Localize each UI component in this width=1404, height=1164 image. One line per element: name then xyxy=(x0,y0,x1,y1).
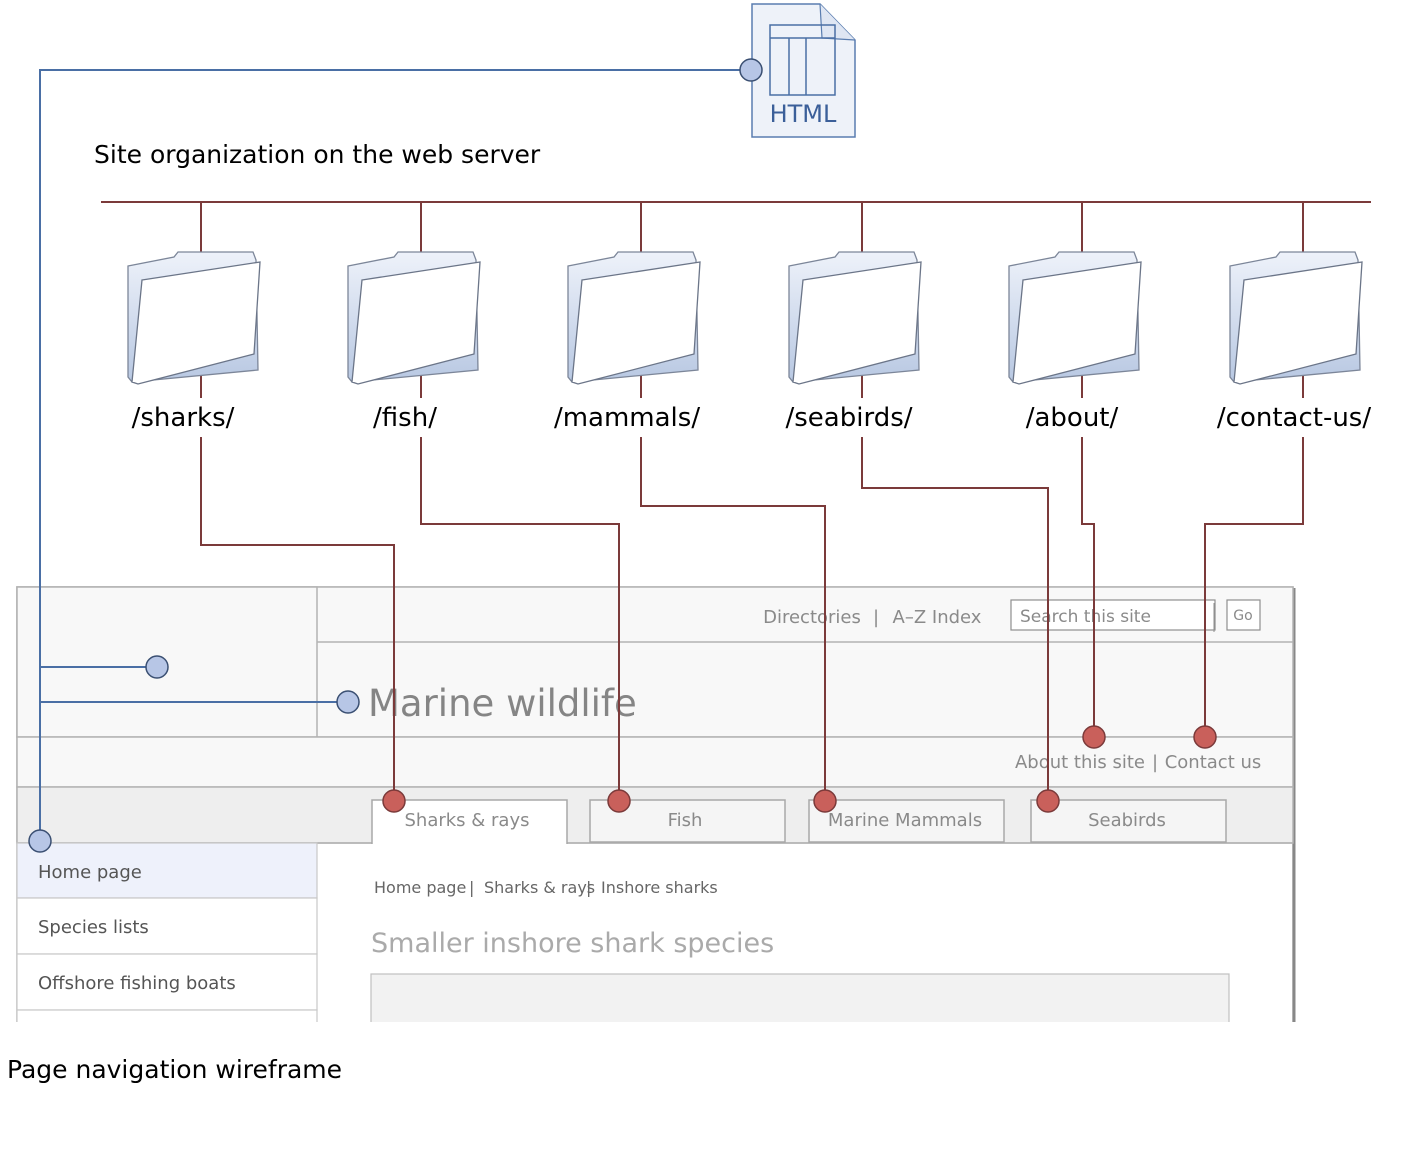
breadcrumb-inshore-sharks: Inshore sharks xyxy=(601,878,718,897)
node-logo xyxy=(145,655,169,679)
tab-marine-mammals[interactable] xyxy=(808,799,1005,843)
sidebar-item-home-page[interactable]: Home page xyxy=(38,862,142,883)
folder-sharks: /sharks/ xyxy=(127,251,261,433)
node-link-contact xyxy=(1193,725,1217,749)
node-tab-seabirds xyxy=(1036,789,1060,813)
folder-icon xyxy=(567,251,701,385)
page-wireframe xyxy=(0,586,1404,1052)
tab-seabirds[interactable] xyxy=(1030,799,1227,843)
breadcrumb-home-page[interactable]: Home page xyxy=(374,878,466,897)
secondary-separator: | xyxy=(1152,752,1158,773)
breadcrumb-sharks-rays[interactable]: Sharks & rays xyxy=(484,878,595,897)
link-about-this-site[interactable]: About this site xyxy=(1015,752,1145,773)
sidebar-item-species-lists[interactable]: Species lists xyxy=(38,917,149,938)
util-separator: | xyxy=(873,607,879,628)
search-go-button[interactable] xyxy=(1226,599,1261,631)
folder-label-mammals: /mammals/ xyxy=(554,403,700,433)
folder-to-nav-connectors xyxy=(200,437,1304,801)
tab-label-seabirds: Seabirds xyxy=(1088,810,1166,831)
util-link-az-index[interactable]: A–Z Index xyxy=(893,607,982,628)
html-to-page-connectors xyxy=(39,69,751,841)
search-input[interactable] xyxy=(1010,599,1216,631)
folder-label-seabirds: /seabirds/ xyxy=(785,403,912,433)
folder-icon xyxy=(1008,251,1142,385)
folder-about: /about/ xyxy=(1008,251,1142,433)
search-go-label: Go xyxy=(1233,608,1252,624)
folder-mammals: /mammals/ xyxy=(554,251,701,433)
node-tab-sharks-rays xyxy=(382,789,406,813)
tab-sharks-rays[interactable] xyxy=(371,799,568,844)
breadcrumb-separator: | xyxy=(586,878,591,897)
tab-label-sharks-rays: Sharks & rays xyxy=(404,810,529,831)
folder-icon xyxy=(127,251,261,385)
tab-label-fish: Fish xyxy=(668,810,703,831)
site-title: Marine wildlife xyxy=(368,682,637,725)
node-site-title xyxy=(336,690,360,714)
server-organization-title: Site organization on the web server xyxy=(94,140,541,169)
html-file-label: HTML xyxy=(770,100,837,128)
tab-label-marine-mammals: Marine Mammals xyxy=(828,810,982,831)
connector-nodes-blue xyxy=(28,58,763,853)
node-link-about xyxy=(1082,725,1106,749)
link-contact-us[interactable]: Contact us xyxy=(1165,752,1262,773)
node-html-file xyxy=(739,58,763,82)
search-placeholder: Search this site xyxy=(1020,607,1151,627)
page-heading: Smaller inshore shark species xyxy=(371,928,774,959)
folder-contact-us: /contact-us/ xyxy=(1217,251,1371,433)
util-link-directories[interactable]: Directories xyxy=(763,607,861,628)
server-tree-lines xyxy=(101,201,1371,398)
breadcrumb-separator: | xyxy=(469,878,474,897)
folder-label-fish: /fish/ xyxy=(373,403,437,433)
folder-fish: /fish/ xyxy=(347,251,481,433)
folder-icon xyxy=(347,251,481,385)
html-file-icon: HTML xyxy=(751,3,856,138)
connector-nodes-red xyxy=(382,725,1217,813)
node-tab-fish xyxy=(607,789,631,813)
folder-seabirds: /seabirds/ xyxy=(785,251,922,433)
folder-label-contact-us: /contact-us/ xyxy=(1217,403,1371,433)
node-tab-marine-mammals xyxy=(813,789,837,813)
breadcrumb: Home page | Sharks & rays | Inshore shar… xyxy=(374,878,718,897)
folder-label-sharks: /sharks/ xyxy=(132,403,235,433)
node-home-page xyxy=(28,829,52,853)
tab-fish[interactable] xyxy=(589,799,786,843)
folder-label-about: /about/ xyxy=(1026,403,1119,433)
wireframe-caption: Page navigation wireframe xyxy=(7,1055,342,1084)
folder-icon xyxy=(1229,251,1363,385)
sidebar-item-offshore-fishing-boats[interactable]: Offshore fishing boats xyxy=(38,973,236,994)
folder-icon xyxy=(788,251,922,385)
